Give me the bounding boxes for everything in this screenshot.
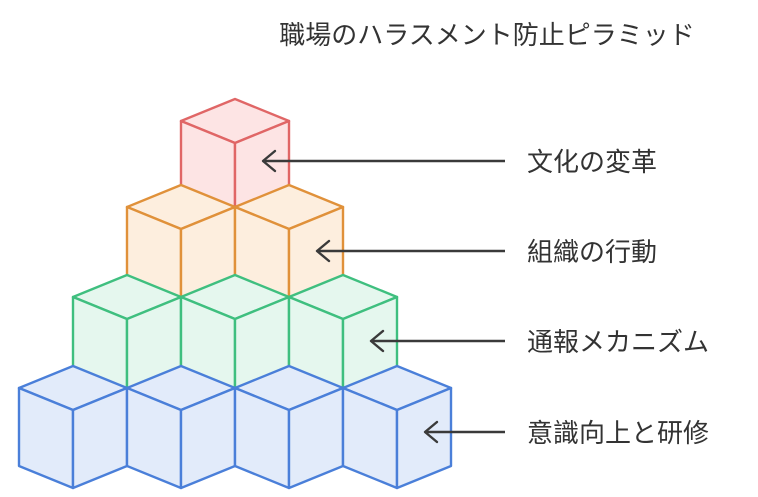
level-arrows bbox=[261, 149, 505, 444]
arrow-2 bbox=[315, 239, 505, 263]
arrow-3 bbox=[369, 329, 505, 353]
level-label-reporting-mechanism: 通報メカニズム bbox=[527, 328, 709, 358]
arrow-4 bbox=[423, 420, 505, 444]
pyramid-cubes bbox=[17, 97, 453, 490]
cube bbox=[125, 364, 237, 490]
cube bbox=[17, 364, 129, 490]
pyramid-row-3 bbox=[71, 273, 399, 399]
level-label-culture-change: 文化の変革 bbox=[527, 148, 657, 178]
diagram-title: 職場のハラスメント防止ピラミッド bbox=[279, 21, 694, 51]
level-label-organizational-action: 組織の行動 bbox=[527, 238, 657, 268]
cube bbox=[233, 364, 345, 490]
pyramid-row-4 bbox=[17, 364, 453, 490]
cube bbox=[341, 364, 453, 490]
level-label-awareness-training: 意識向上と研修 bbox=[527, 419, 709, 449]
arrow-1 bbox=[261, 149, 505, 173]
